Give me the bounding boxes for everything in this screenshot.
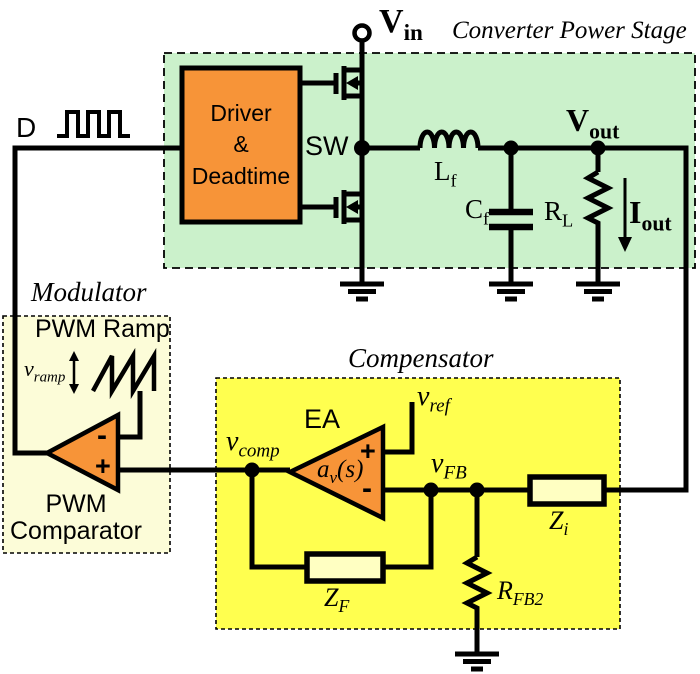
power-stage-title: Converter Power Stage	[452, 17, 687, 44]
lf-label: Lf	[434, 156, 457, 191]
junction-dot-vfb	[423, 482, 439, 498]
rfb2-label: RFB2	[497, 576, 544, 610]
iout-label: Iout	[629, 194, 672, 236]
comparator-minus-sign: -	[97, 419, 107, 452]
vout-label: Vout	[566, 102, 620, 144]
junction-dot-cf	[503, 140, 519, 156]
driver-block-label: Driver & Deadtime	[191, 100, 291, 189]
wire-vout-feedback	[478, 145, 689, 493]
zi-impedance-icon	[527, 474, 607, 507]
vramp-label: vramp	[24, 356, 66, 386]
sw-label: SW	[305, 131, 349, 161]
wire-vref	[383, 402, 415, 455]
iout-arrow-icon	[618, 178, 632, 252]
square-wave-icon	[57, 110, 130, 138]
junction-dot-vcomp	[244, 462, 260, 478]
zf-impedance-icon	[304, 551, 386, 584]
error-amplifier-icon	[284, 423, 386, 522]
sawtooth-icon	[91, 347, 157, 400]
ground-icon-rfb2	[455, 651, 499, 672]
junction-dots	[244, 140, 606, 498]
low-side-mosfet-icon	[333, 190, 362, 224]
pwm-ramp-label: PWM Ramp	[35, 315, 170, 343]
wire-zf-left	[249, 470, 307, 570]
cf-label: Cf	[465, 194, 490, 229]
junction-dot-rfb2	[469, 482, 485, 498]
pwm-comparator-label: PWM Comparator	[10, 490, 142, 545]
wires	[12, 41, 689, 654]
vramp-arrow-icon	[69, 351, 79, 394]
junction-dot-vout	[590, 140, 606, 156]
ea-gain-label: av(s)	[317, 456, 364, 487]
driver-block	[179, 65, 303, 225]
ea-minus-sign: -	[362, 472, 372, 505]
junction-dot-sw	[354, 140, 370, 156]
vref-label: vref	[417, 381, 450, 417]
pwm-comparator-icon	[42, 411, 121, 494]
capacitor-icon	[489, 208, 533, 231]
load-resistor-icon	[582, 169, 614, 228]
ground-icon-cf	[489, 281, 533, 302]
rl-label: RL	[544, 196, 574, 231]
modulator-title: Modulator	[31, 277, 147, 307]
zf-label: ZF	[324, 583, 350, 617]
vin-label: Vin	[379, 3, 423, 46]
vcomp-label: vcomp	[226, 426, 280, 462]
wire-d-to-comparator-output	[12, 145, 182, 456]
comparator-plus-sign: +	[95, 451, 111, 481]
wire-zf-right	[383, 490, 434, 570]
high-side-mosfet-icon	[333, 66, 362, 100]
ground-icon-rl	[576, 281, 620, 302]
inductor-icon	[417, 129, 481, 149]
vin-terminal-icon	[352, 23, 372, 43]
zi-label: Zi	[549, 506, 569, 540]
compensator-title: Compensator	[348, 343, 494, 373]
d-label: D	[16, 112, 37, 143]
vfb-label: vFB	[431, 448, 467, 484]
ground-icon-switch-leg	[340, 281, 384, 302]
rfb2-resistor-icon	[461, 554, 493, 615]
wire-ramp-to-minus-input	[118, 391, 143, 440]
ea-label: EA	[304, 404, 341, 434]
ea-plus-sign: +	[360, 436, 376, 466]
